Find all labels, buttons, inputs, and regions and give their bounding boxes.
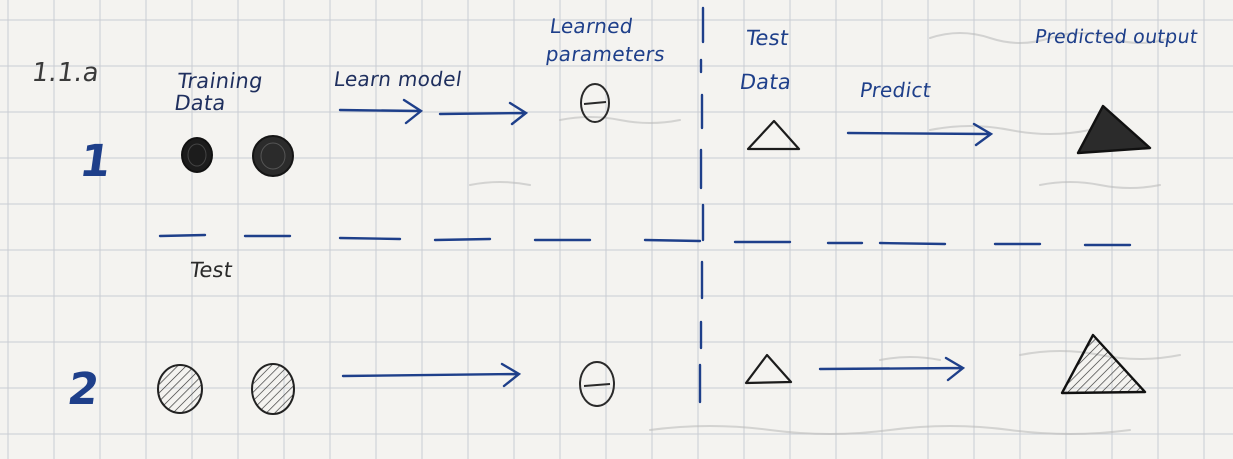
row-2-predicted-triangle xyxy=(1060,333,1147,395)
horizontal-dashed-divider xyxy=(158,233,1132,247)
row-2-test-triangle xyxy=(744,353,793,385)
predicted-output-header: Predicted output xyxy=(1033,26,1200,48)
bleed-through-writing xyxy=(469,32,1181,435)
row-2-learn-arrow xyxy=(341,362,522,388)
row-1-number: 1 xyxy=(76,136,115,187)
vertical-dashed-separator xyxy=(698,6,705,404)
row-1-predicted-triangle xyxy=(1076,104,1152,155)
row-2-number: 2 xyxy=(64,364,103,415)
divider-test-label: Test xyxy=(188,258,235,282)
row-2-predict-arrow xyxy=(818,356,966,382)
row-1-parameter-theta xyxy=(580,83,610,123)
training-data-header: Training Data xyxy=(172,69,265,115)
row-1-test-triangle xyxy=(746,119,801,151)
row-1-training-points xyxy=(181,135,294,177)
learned-parameters-header: Learned parameters xyxy=(544,14,667,66)
learn-model-header: Learn model xyxy=(332,67,464,91)
row-2-parameter-theta xyxy=(579,361,615,407)
row-1-learn-arrows xyxy=(338,98,529,126)
predict-header: Predict xyxy=(858,78,933,102)
row-2-training-points xyxy=(157,363,295,415)
section-label: 1.1.a xyxy=(29,58,102,88)
row-1-predict-arrow xyxy=(846,122,994,147)
